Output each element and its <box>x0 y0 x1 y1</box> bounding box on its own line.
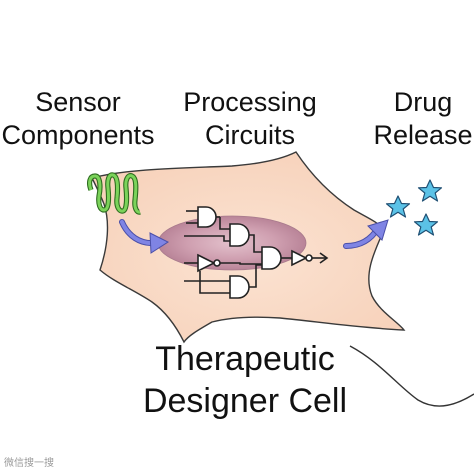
sensor-label-line2: Components <box>1 120 155 150</box>
watermark: 微信搜一搜 <box>4 458 54 469</box>
sensor-to-circuit-arrow-icon <box>119 219 170 254</box>
decorative-curve <box>349 345 474 407</box>
logic-gate-icon <box>184 206 329 299</box>
diagram-title: Therapeutic Designer Cell <box>140 338 350 422</box>
processing-label-line2: Circuits <box>204 120 295 150</box>
title-line2: Designer Cell <box>142 382 348 420</box>
drug-label-line1: Drug <box>393 87 453 117</box>
circuit-to-release-arrow-icon <box>343 219 389 249</box>
title-line1: Therapeutic <box>155 340 335 378</box>
drug-release-label: Drug Release <box>372 86 474 152</box>
drug-label-line2: Release <box>373 120 473 150</box>
receptor-coil-icon <box>87 172 141 215</box>
processing-circuits-label: Processing Circuits <box>178 86 322 152</box>
sensor-components-label: Sensor Components <box>0 86 156 152</box>
processing-label-line1: Processing <box>183 87 317 117</box>
star-icon <box>385 179 443 236</box>
sensor-label-line1: Sensor <box>35 87 121 117</box>
